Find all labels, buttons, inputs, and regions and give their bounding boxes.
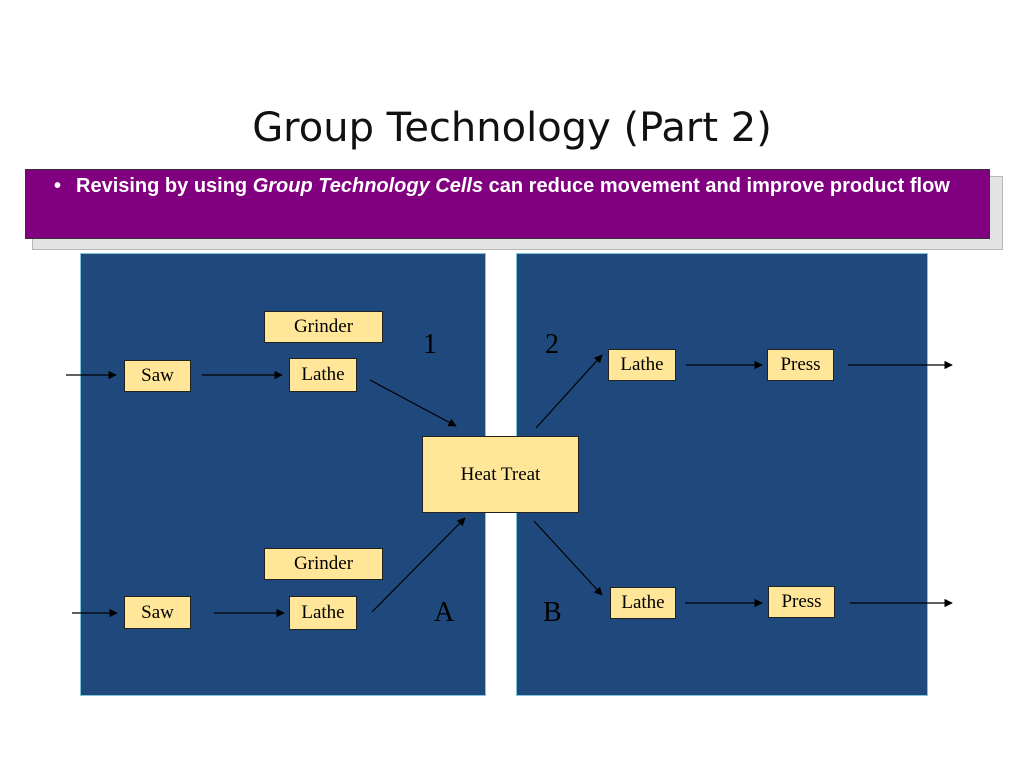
- bullet-text-start: Revising by using: [76, 175, 253, 197]
- label-2: 2: [545, 329, 559, 360]
- bullet-text-end: can reduce movement and improve product …: [483, 175, 950, 197]
- saw-bottom-node: Saw: [124, 596, 191, 629]
- heat-treat-node: Heat Treat: [422, 436, 579, 513]
- label-a: A: [434, 597, 455, 628]
- saw-top-node: Saw: [124, 360, 191, 392]
- label-b: B: [543, 597, 562, 628]
- press-right-top-node: Press: [767, 349, 834, 381]
- press-right-bottom-node: Press: [768, 586, 835, 618]
- arrow-heat-lathe-top: [535, 354, 603, 429]
- arrow-lathe-heat-bottom: [371, 517, 466, 613]
- bullet-box: • Revising by using Group Technology Cel…: [25, 169, 990, 239]
- lathe-right-bottom-node: Lathe: [610, 587, 676, 619]
- label-1: 1: [423, 329, 437, 360]
- arrow-heat-lathe-bottom: [533, 520, 603, 596]
- lathe-bottom-node: Lathe: [289, 596, 357, 630]
- slide-title: Group Technology (Part 2): [252, 105, 772, 151]
- lathe-right-top-node: Lathe: [608, 349, 676, 381]
- grinder-bottom-node: Grinder: [264, 548, 383, 580]
- bullet-marker: •: [54, 175, 62, 197]
- bullet-text-emphasis: Group Technology Cells: [252, 175, 484, 197]
- lathe-top-node: Lathe: [289, 358, 357, 392]
- grinder-top-node: Grinder: [264, 311, 383, 343]
- cell-panel-right: [516, 253, 928, 696]
- arrow-lathe-heat-top: [369, 379, 457, 427]
